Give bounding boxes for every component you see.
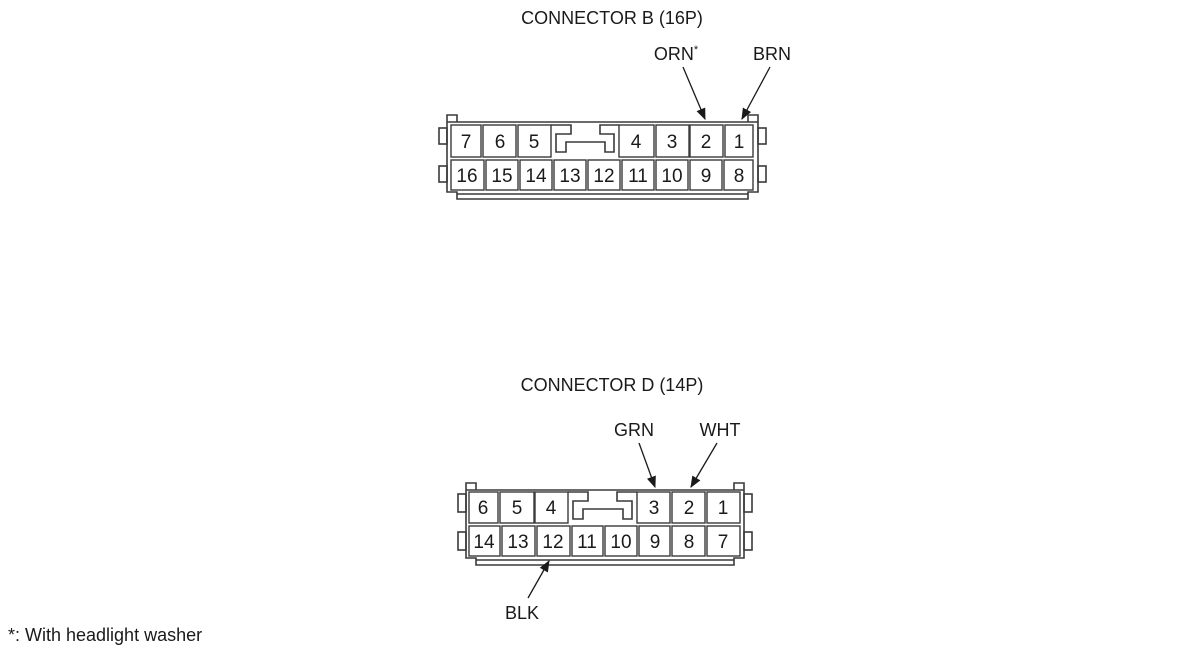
connector-d-key xyxy=(568,491,637,520)
pin-number: 4 xyxy=(546,498,557,519)
pin-number: 2 xyxy=(684,498,695,519)
wire-arrow xyxy=(638,442,656,489)
pin-number: 9 xyxy=(701,166,712,187)
pin-cell xyxy=(485,159,519,191)
pin-number: 4 xyxy=(631,132,642,153)
wire-arrow xyxy=(690,442,718,489)
pin-number: 8 xyxy=(684,532,695,553)
pin-number: 13 xyxy=(559,166,580,187)
pin-number: 12 xyxy=(542,532,563,553)
footnote: *: With headlight washer xyxy=(8,625,203,645)
pin-number: 11 xyxy=(577,532,597,553)
pin-cell xyxy=(618,124,655,158)
pin-number: 1 xyxy=(734,132,745,153)
pin-cell xyxy=(450,159,485,191)
pin-number: 16 xyxy=(456,166,477,187)
wire-arrow xyxy=(741,66,771,121)
pin-cell xyxy=(450,124,482,158)
pin-number: 6 xyxy=(495,132,506,153)
wire-color-label: GRN xyxy=(614,420,654,440)
pin-cell xyxy=(587,159,621,191)
pin-cell xyxy=(534,491,569,524)
pin-cell xyxy=(571,525,604,557)
pin-number: 10 xyxy=(610,532,631,553)
pin-cell xyxy=(604,525,638,557)
pin-number: 14 xyxy=(525,166,547,187)
pin-cell xyxy=(689,124,724,158)
pin-cell xyxy=(724,124,754,158)
pin-cell xyxy=(553,159,587,191)
connector-b: CONNECTOR B (16P) 7 6 5 4 3 2 xyxy=(438,8,791,200)
pin-cell xyxy=(671,491,706,524)
pin-cell xyxy=(621,159,655,191)
pin-cell xyxy=(499,491,535,524)
connector-d-title: CONNECTOR D (14P) xyxy=(521,375,704,395)
pin-cell xyxy=(655,124,690,158)
pin-number: 3 xyxy=(667,132,678,153)
pin-number: 7 xyxy=(461,132,472,153)
connector-d: CONNECTOR D (14P) 6 5 4 3 2 1 14 13 xyxy=(457,375,753,623)
pin-number: 5 xyxy=(529,132,540,153)
wire-color-label: BRN xyxy=(753,44,791,64)
connector-b-key xyxy=(551,124,619,153)
connector-b-latch-left-top xyxy=(438,127,448,145)
pin-cell xyxy=(482,124,517,158)
pin-number: 7 xyxy=(718,532,729,553)
pin-cell xyxy=(501,525,536,557)
connector-d-latch-right-top xyxy=(743,493,753,513)
connector-b-latch-right-top xyxy=(757,127,767,145)
wire-arrow xyxy=(527,559,550,599)
pin-number: 3 xyxy=(649,498,660,519)
pin-cell xyxy=(519,159,553,191)
pin-cell xyxy=(638,525,671,557)
connector-d-latch-left-bottom xyxy=(457,531,467,551)
pin-number: 2 xyxy=(701,132,712,153)
pin-cell xyxy=(517,124,552,158)
connector-d-latch-right-bottom xyxy=(743,531,753,551)
connector-b-latch-right-bottom xyxy=(757,165,767,183)
pin-number: 1 xyxy=(718,498,729,519)
wire-color-label: ORN* xyxy=(654,44,699,64)
connector-b-housing xyxy=(446,114,759,200)
pin-cell xyxy=(536,525,571,557)
connector-d-housing xyxy=(465,482,745,566)
pin-number: 5 xyxy=(512,498,523,519)
pin-cell xyxy=(468,525,501,557)
pin-cell xyxy=(689,159,723,191)
pin-cell xyxy=(655,159,689,191)
pin-cell xyxy=(468,491,499,524)
pin-number: 10 xyxy=(661,166,682,187)
pin-cell xyxy=(671,525,706,557)
pin-number: 8 xyxy=(734,166,745,187)
pin-cell xyxy=(636,491,671,524)
pin-number: 14 xyxy=(473,532,495,553)
wire-arrow xyxy=(682,66,706,121)
pin-number: 9 xyxy=(650,532,661,553)
pin-number: 13 xyxy=(507,532,528,553)
pin-cell xyxy=(723,159,754,191)
connector-b-title: CONNECTOR B (16P) xyxy=(521,8,703,28)
pin-number: 11 xyxy=(628,166,648,187)
pin-cell xyxy=(706,525,741,557)
connector-d-latch-left-top xyxy=(457,493,467,513)
wire-color-label: WHT xyxy=(700,420,741,440)
pin-number: 12 xyxy=(593,166,614,187)
pin-number: 6 xyxy=(478,498,489,519)
pin-number: 15 xyxy=(491,166,512,187)
connector-b-latch-left-bottom xyxy=(438,165,448,183)
wire-color-label: BLK xyxy=(505,603,539,623)
pin-cell xyxy=(706,491,741,524)
